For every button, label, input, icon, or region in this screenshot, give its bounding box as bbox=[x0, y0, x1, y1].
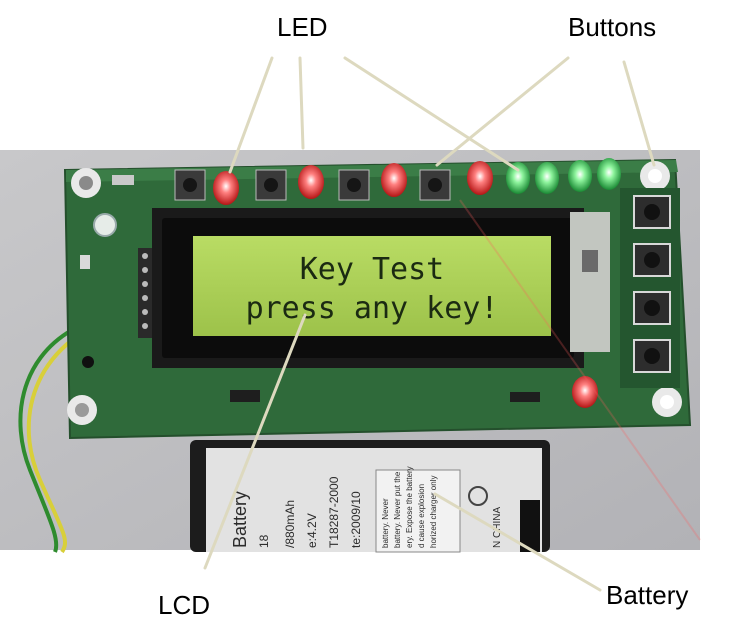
callout-battery-label: Battery bbox=[606, 580, 689, 610]
callout-lines bbox=[203, 56, 656, 592]
lcd-module: Key Test press any key! bbox=[152, 208, 610, 368]
battery-warning-5: horized charger only bbox=[429, 476, 438, 548]
battery-warning-3: ery. Expose the battery bbox=[405, 466, 414, 548]
battery-code: 18 bbox=[257, 534, 271, 548]
top-button-2 bbox=[255, 169, 287, 201]
led-red-2 bbox=[298, 165, 324, 199]
led-red-bottom bbox=[572, 376, 598, 408]
lcd-screen bbox=[193, 236, 551, 336]
callout-lcd-label: LCD bbox=[158, 590, 211, 620]
wire-yellow bbox=[26, 338, 74, 554]
led-red-1 bbox=[213, 171, 239, 205]
battery-warning-1: battery. Never bbox=[381, 498, 390, 548]
wire-green bbox=[18, 328, 74, 553]
led-green-1 bbox=[506, 162, 530, 194]
battery-line bbox=[433, 492, 602, 592]
top-buttons bbox=[174, 169, 451, 201]
battery: Battery 18 /880mAh e:4.2V T18287-2000 te… bbox=[190, 440, 550, 553]
battery-voltage: e:4.2V bbox=[305, 513, 319, 548]
callout-led-label: LED bbox=[277, 12, 328, 42]
led-red-3 bbox=[381, 163, 407, 197]
clear-led bbox=[93, 213, 117, 237]
buttons-line-1 bbox=[435, 56, 570, 167]
battery-title: Battery bbox=[230, 491, 250, 548]
led-green-2 bbox=[535, 162, 559, 194]
battery-standard: T18287-2000 bbox=[327, 476, 341, 548]
led-row bbox=[213, 158, 621, 408]
led-line-3 bbox=[343, 56, 520, 172]
battery-date: te:2009/10 bbox=[349, 491, 363, 548]
battery-origin: N CHINA bbox=[492, 507, 503, 548]
battery-capacity: /880mAh bbox=[283, 500, 297, 548]
lcd-line-1: Key Test bbox=[300, 252, 445, 287]
lcd-line bbox=[203, 313, 307, 570]
recycle-icon bbox=[468, 486, 488, 506]
led-red-4 bbox=[467, 161, 493, 195]
buttons-line-2 bbox=[622, 60, 656, 167]
led-green-3 bbox=[568, 160, 592, 192]
callout-buttons-label: Buttons bbox=[568, 12, 657, 42]
side-buttons bbox=[620, 188, 680, 388]
lcd-line-2: press any key! bbox=[246, 291, 499, 326]
battery-warning-2: battery. Never put the bbox=[393, 471, 402, 548]
led-green-4 bbox=[597, 158, 621, 190]
led-line-2 bbox=[298, 56, 305, 150]
side-button-4 bbox=[633, 339, 671, 373]
side-button-2 bbox=[633, 243, 671, 277]
led-line-1 bbox=[228, 56, 274, 174]
battery-warning-4: d cause explosion bbox=[417, 484, 426, 548]
